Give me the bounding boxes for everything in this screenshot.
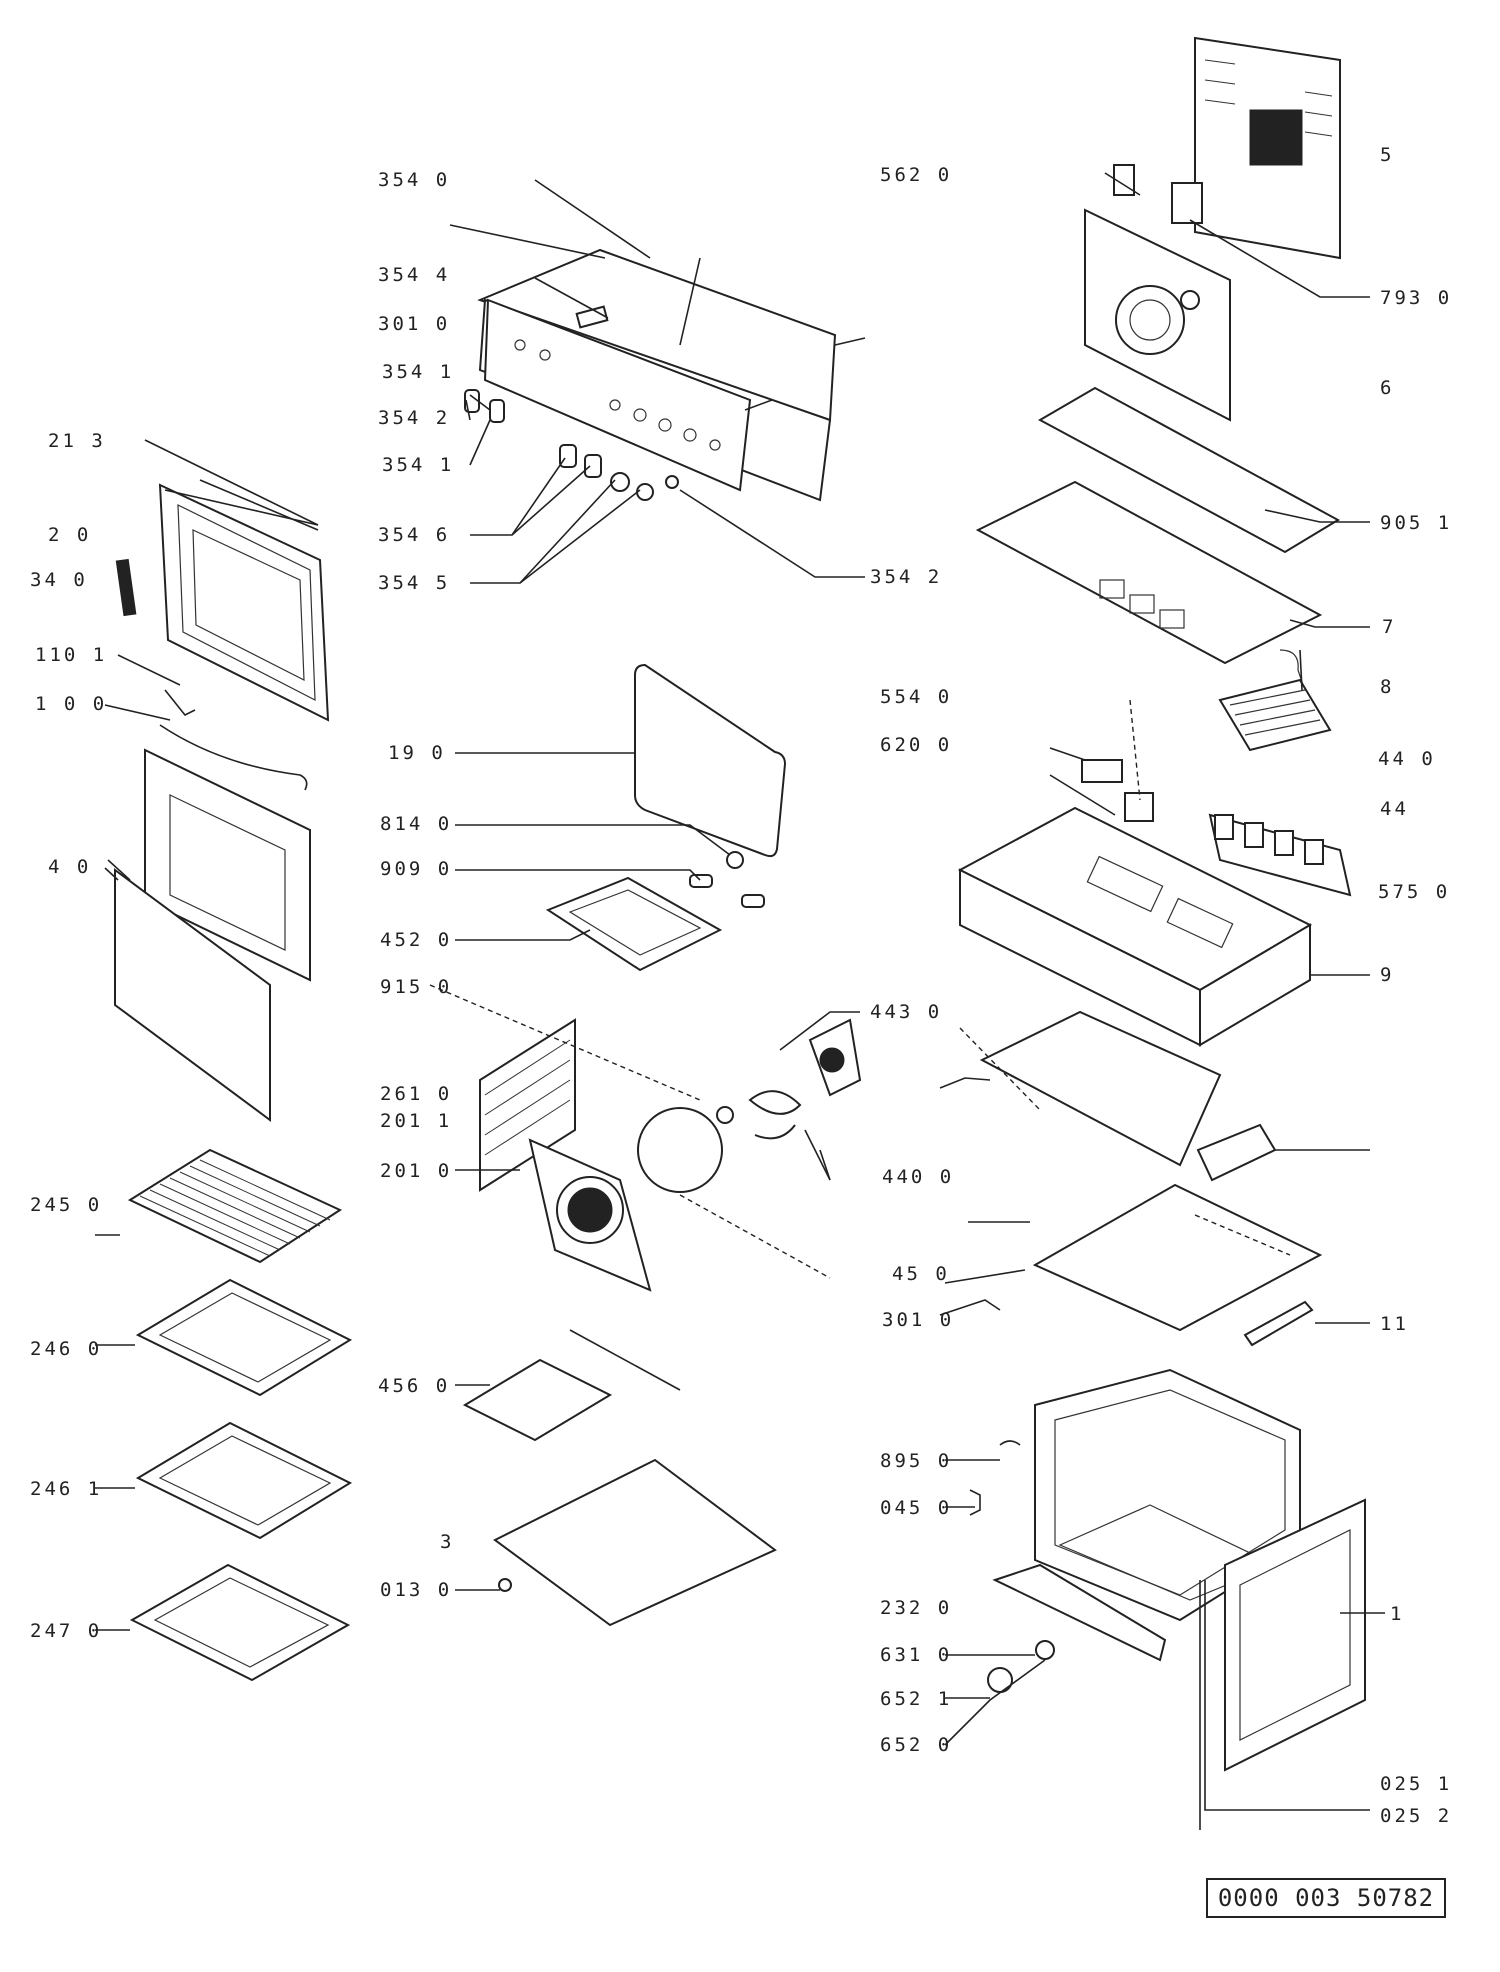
- part-label: 793 0: [1380, 287, 1452, 309]
- part-label: 814 0: [380, 813, 452, 835]
- part-label: 562 0: [880, 164, 952, 186]
- part-label: 5: [1380, 144, 1394, 166]
- part-label: 8: [1380, 676, 1394, 698]
- part-label: 354 6: [378, 524, 450, 546]
- part-label: 354 2: [870, 566, 942, 588]
- part-label: 1 0 0: [35, 693, 107, 715]
- part-label: 3: [440, 1531, 454, 1553]
- part-label: 44: [1380, 798, 1409, 820]
- part-label: 2 0: [48, 524, 91, 546]
- part-label: 452 0: [380, 929, 452, 951]
- part-label: 895 0: [880, 1450, 952, 1472]
- part-label: 261 0: [380, 1083, 452, 1105]
- part-label: 11: [1380, 1313, 1409, 1335]
- document-number-box: 0000 003 50782: [1206, 1878, 1446, 1918]
- part-label: 7: [1382, 616, 1396, 638]
- control-box-assembly: [957, 678, 1352, 1047]
- part-label: 301 0: [378, 313, 450, 335]
- oven-body-assembly: [969, 1010, 1366, 1772]
- document-number: 0000 003 50782: [1217, 1884, 1435, 1912]
- part-label: 440 0: [882, 1166, 954, 1188]
- part-label: 013 0: [380, 1579, 452, 1601]
- part-label: 354 2: [378, 407, 450, 429]
- leader-lines: [95, 172, 1385, 1830]
- part-label: 232 0: [880, 1597, 952, 1619]
- part-labels: 354 0 354 4 301 0 354 1 354 2 354 1 354 …: [30, 144, 1452, 1827]
- part-label: 34 0: [30, 569, 88, 591]
- part-label: 652 0: [880, 1734, 952, 1756]
- part-label: 915 0: [380, 976, 452, 998]
- part-label: 45 0: [892, 1263, 950, 1285]
- part-label: 354 1: [382, 361, 454, 383]
- part-label: 631 0: [880, 1644, 952, 1666]
- part-label: 301 0: [882, 1309, 954, 1331]
- part-label: 6: [1380, 377, 1394, 399]
- part-label: 247 0: [30, 1620, 102, 1642]
- part-label: 354 1: [382, 454, 454, 476]
- part-label: 354 5: [378, 572, 450, 594]
- part-label: 1: [1390, 1603, 1404, 1625]
- part-label: 025 1: [1380, 1773, 1452, 1795]
- part-label: 354 0: [378, 169, 450, 191]
- part-label: 201 0: [380, 1160, 452, 1182]
- part-label: 19 0: [388, 742, 446, 764]
- part-label: 554 0: [880, 686, 952, 708]
- cavity-parts: [462, 663, 862, 1627]
- part-label: 110 1: [35, 644, 107, 666]
- part-label: 905 1: [1380, 512, 1452, 534]
- part-label: 652 1: [880, 1688, 952, 1710]
- part-label: 354 4: [378, 264, 450, 286]
- part-label: 456 0: [378, 1375, 450, 1397]
- part-label: 44 0: [1378, 748, 1436, 770]
- part-label: 245 0: [30, 1194, 102, 1216]
- part-label: 909 0: [380, 858, 452, 880]
- rear-panel-assembly: [975, 36, 1341, 686]
- part-label: 4 0: [48, 856, 91, 878]
- part-label: 620 0: [880, 734, 952, 756]
- oven-racks-and-trays: [127, 1148, 353, 1682]
- part-label: 025 2: [1380, 1805, 1452, 1827]
- control-panel-assembly: [464, 248, 866, 502]
- part-label: 21 3: [48, 430, 106, 452]
- part-label: 045 0: [880, 1497, 952, 1519]
- part-label: 246 0: [30, 1338, 102, 1360]
- part-label: 201 1: [380, 1110, 452, 1132]
- part-label: 575 0: [1378, 881, 1450, 903]
- part-label: 246 1: [30, 1478, 102, 1500]
- oven-door-assembly: [114, 479, 330, 1122]
- part-label: 443 0: [870, 1001, 942, 1023]
- part-label: 9: [1380, 964, 1394, 986]
